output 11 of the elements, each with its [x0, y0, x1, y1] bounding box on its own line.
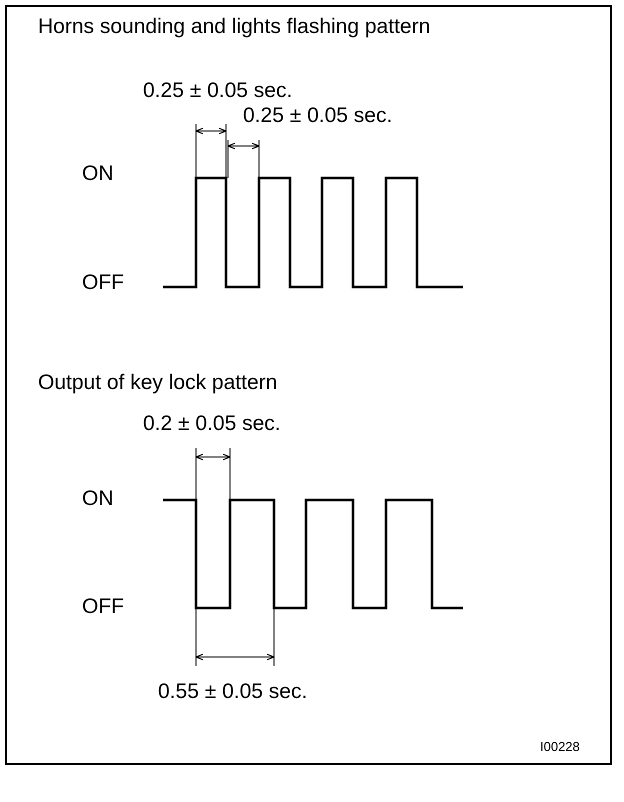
- duration-label: 0.55 ± 0.05 sec.: [158, 681, 308, 702]
- level-label: OFF: [82, 596, 124, 617]
- figure-code: I00228: [540, 740, 580, 753]
- panel-heading: Horns sounding and lights flashing pattern: [38, 16, 430, 37]
- level-label: ON: [82, 163, 114, 184]
- duration-label: 0.25 ± 0.05 sec.: [243, 105, 392, 126]
- panel-heading: Output of key lock pattern: [38, 372, 278, 393]
- level-label: ON: [82, 488, 114, 509]
- level-label: OFF: [82, 272, 124, 293]
- duration-label: 0.2 ± 0.05 sec.: [143, 413, 281, 434]
- duration-label: 0.25 ± 0.05 sec.: [143, 80, 292, 101]
